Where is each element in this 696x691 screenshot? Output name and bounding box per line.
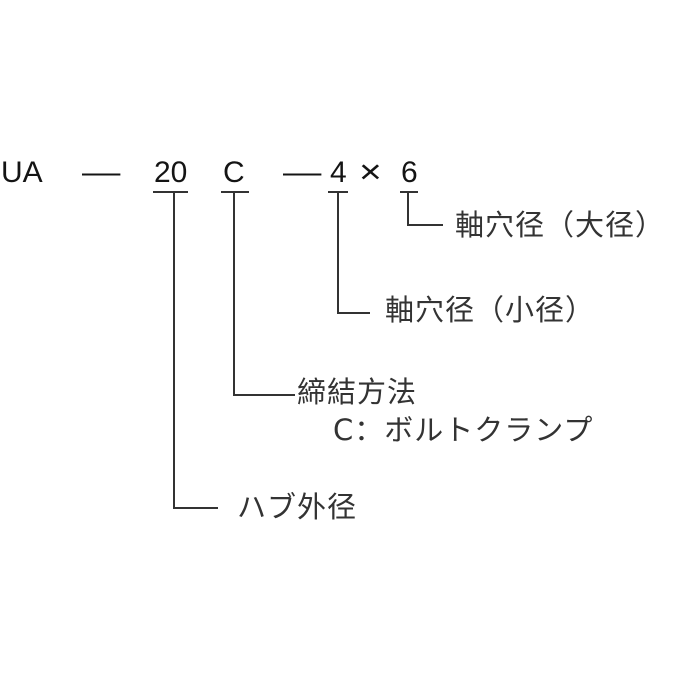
code-dash-1: —	[82, 156, 121, 189]
code-series: UA	[1, 156, 43, 189]
leader-bore-small-vertical	[337, 191, 339, 314]
underline-fastening	[221, 191, 249, 193]
leader-fastening-vertical	[233, 191, 235, 396]
underline-hub-size	[153, 191, 188, 193]
label-fastening-method: 締結方法	[297, 375, 418, 409]
leader-bore-large-vertical	[407, 191, 409, 226]
code-hub-size: 20	[154, 156, 188, 189]
code-bore-large: 6	[401, 156, 418, 189]
leader-bore-small-horizontal	[337, 312, 370, 314]
code-separator: ×	[359, 154, 382, 191]
label-bore-large: 軸穴径（大径）	[455, 208, 666, 242]
code-bore-small: 4	[330, 156, 347, 189]
leader-hub-size-vertical	[173, 191, 175, 509]
leader-bore-large-horizontal	[407, 224, 443, 226]
leader-hub-size-horizontal	[173, 507, 218, 509]
label-hub-outer-diameter: ハブ外径	[237, 490, 358, 524]
leader-fastening-horizontal	[233, 394, 295, 396]
label-fastening-option: C：ボルトクランプ	[333, 413, 594, 447]
underline-bore-large	[400, 191, 418, 193]
label-bore-small: 軸穴径（小径）	[385, 293, 596, 327]
code-fastening: C	[223, 156, 245, 189]
code-dash-2: —	[283, 156, 322, 189]
